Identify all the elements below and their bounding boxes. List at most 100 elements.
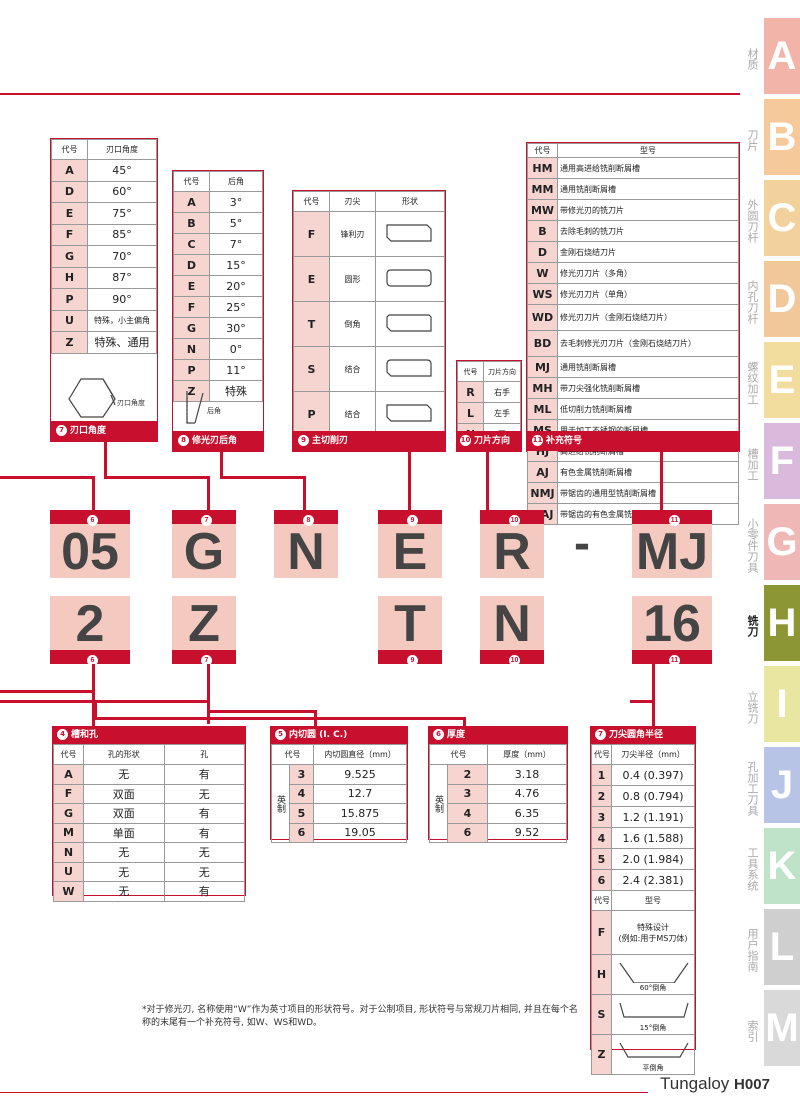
code-letter: MJ (635, 523, 709, 581)
tab-letter: F (764, 423, 800, 499)
tab-label: 孔加工刀具 (746, 760, 759, 816)
code-cell: 3 (591, 806, 612, 828)
code-cell: BD (527, 330, 558, 357)
code-number: 9 (407, 655, 418, 666)
connector (207, 710, 317, 713)
code-number: 7 (201, 515, 212, 526)
code-cell: AJ (527, 461, 558, 483)
code-cell: C (173, 233, 210, 255)
code-cell: 3 (289, 764, 314, 785)
connector (207, 664, 210, 703)
value-cell: 3.18 (487, 764, 567, 785)
code-dash: - (574, 517, 590, 570)
chamfer-shape-icon (619, 962, 689, 983)
code-letter: G (183, 523, 225, 581)
tab-letter: D (764, 261, 800, 337)
code-letter: 16 (643, 595, 701, 653)
edge-angle-diagram: 刃口角度 (68, 378, 145, 418)
tab-letter: H (764, 585, 800, 661)
code-cell: W (53, 881, 84, 902)
code-cell: A (53, 764, 84, 785)
connector (92, 476, 95, 510)
value-cell: 4.76 (487, 783, 567, 804)
code-cell: E (51, 202, 88, 225)
value-cell: 11° (209, 359, 263, 381)
code-cell: WS (527, 283, 558, 305)
tab-letter: E (764, 342, 800, 418)
code-box-bar: 7 (172, 510, 236, 526)
connector (660, 452, 663, 510)
tab-label: 用户指南 (746, 928, 759, 972)
col-direction: 刀片方向 (483, 361, 521, 382)
tab-letter: C (764, 180, 800, 256)
code-box-bar: 11 (632, 650, 712, 666)
code-cell: 5 (289, 803, 314, 824)
code-cell: Z (591, 1034, 612, 1075)
value-cell: 45° (87, 159, 157, 182)
shape-cell (375, 346, 445, 392)
code-number: 7 (201, 655, 212, 666)
hole-shape-cell: 无 (83, 881, 165, 902)
type-cell: 通用铣削断屑槽 (557, 356, 739, 378)
tip-cell: 圆形 (329, 256, 376, 302)
value-cell: 3° (209, 191, 263, 213)
type-cell: 低切削力铣削断屑槽 (557, 398, 739, 420)
connector (408, 452, 411, 510)
radius-cell: 2.0 (1.984) (611, 848, 695, 870)
code-cell: P (51, 288, 88, 311)
radius-cell: 2.4 (2.381) (611, 869, 695, 891)
col-code: 代号 (51, 139, 88, 160)
tab-letter: G (764, 504, 800, 580)
code-box-bar: 7 (172, 650, 236, 666)
value-cell: 9.525 (313, 764, 407, 785)
col-code: 代号 (591, 890, 612, 911)
hole-cell: 无 (163, 783, 245, 804)
tab-label: 铣刀 (746, 615, 759, 637)
value-cell: 特殊、通用 (87, 331, 157, 354)
col-code: 代号 (293, 191, 330, 212)
code-cell: G (53, 803, 84, 824)
connector (92, 690, 95, 726)
value-cell: 15.875 (313, 803, 407, 824)
code-cell: W (527, 262, 558, 284)
code-cell: 6 (447, 822, 488, 843)
code-cell: MM (527, 178, 558, 200)
value-cell: 75° (87, 202, 157, 225)
relief-diagram: 后角 (186, 391, 221, 424)
code-cell: T (293, 301, 330, 347)
